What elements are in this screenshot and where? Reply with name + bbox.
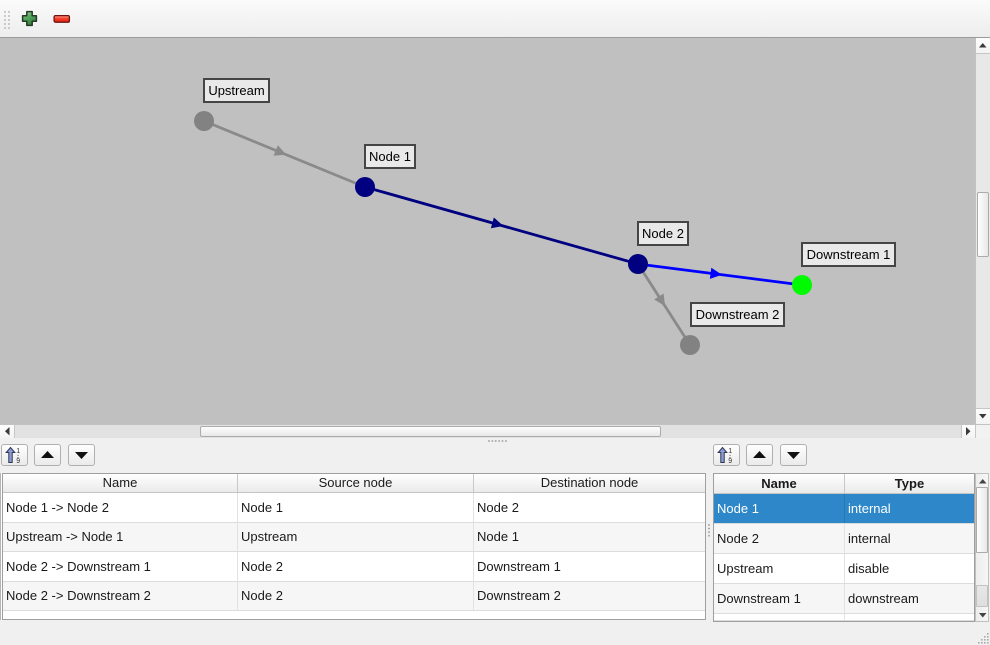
svg-text:9: 9 [728, 458, 732, 465]
svg-text:1: 1 [16, 448, 20, 455]
svg-text:1: 1 [728, 448, 732, 455]
svg-text:9: 9 [16, 458, 20, 465]
